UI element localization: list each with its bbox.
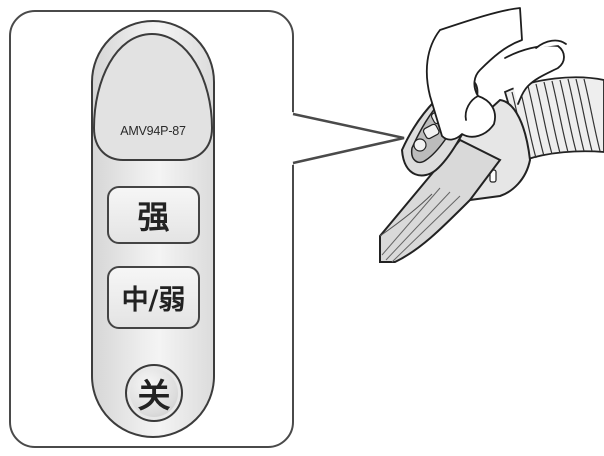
off-button[interactable]: 关 xyxy=(125,364,183,422)
callout-pointer xyxy=(292,112,405,165)
vacuum-hose-icon xyxy=(503,76,604,162)
mid-weak-button[interactable]: 中/弱 xyxy=(107,266,200,329)
model-label: AMV94P-87 xyxy=(120,124,186,138)
hand-drawing xyxy=(425,7,567,141)
strong-button[interactable]: 强 xyxy=(107,186,200,244)
